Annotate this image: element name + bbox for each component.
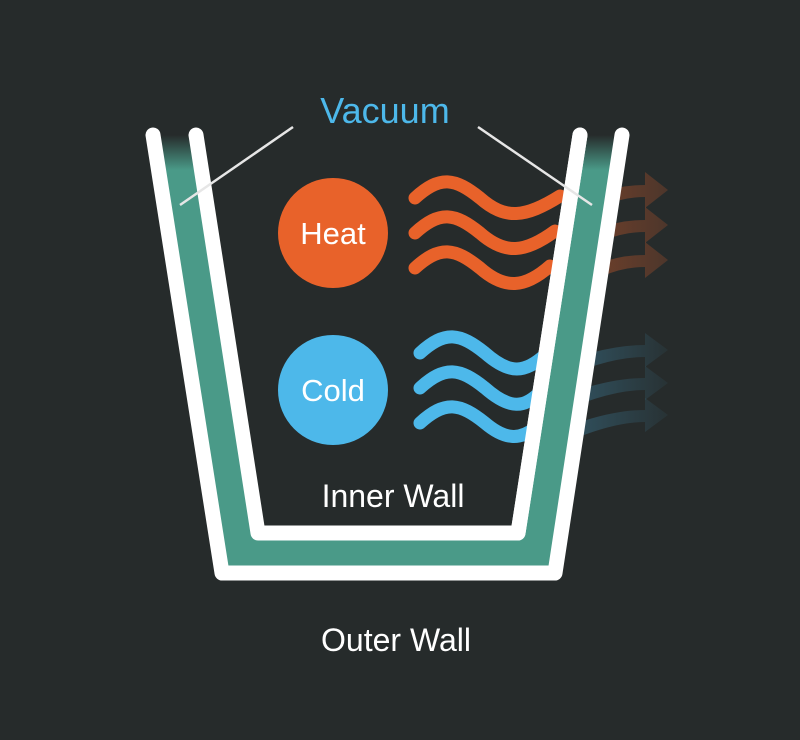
heat-waves: [408, 175, 567, 290]
vacuum-label: Vacuum: [320, 90, 449, 131]
heat-circle: [278, 178, 388, 288]
outer-wall-label: Outer Wall: [321, 622, 471, 658]
heat-wave: [408, 210, 562, 255]
cold-wave: [413, 365, 547, 411]
inner-wall-label: Inner Wall: [322, 478, 465, 514]
cold-wave: [413, 330, 552, 376]
cold-circle: [278, 335, 388, 445]
vacuum-pointer-right: [477, 125, 593, 207]
vacuum-pointer-left: [179, 125, 294, 207]
cold-label: Cold: [301, 373, 365, 408]
outer-wall: [145, 127, 630, 581]
inner-wall-right: [510, 127, 588, 541]
cold-wave: [413, 400, 542, 443]
heat-wave: [408, 175, 567, 220]
heat-wave: [408, 245, 557, 290]
heat-label: Heat: [300, 216, 366, 251]
cold-waves: [413, 330, 552, 443]
